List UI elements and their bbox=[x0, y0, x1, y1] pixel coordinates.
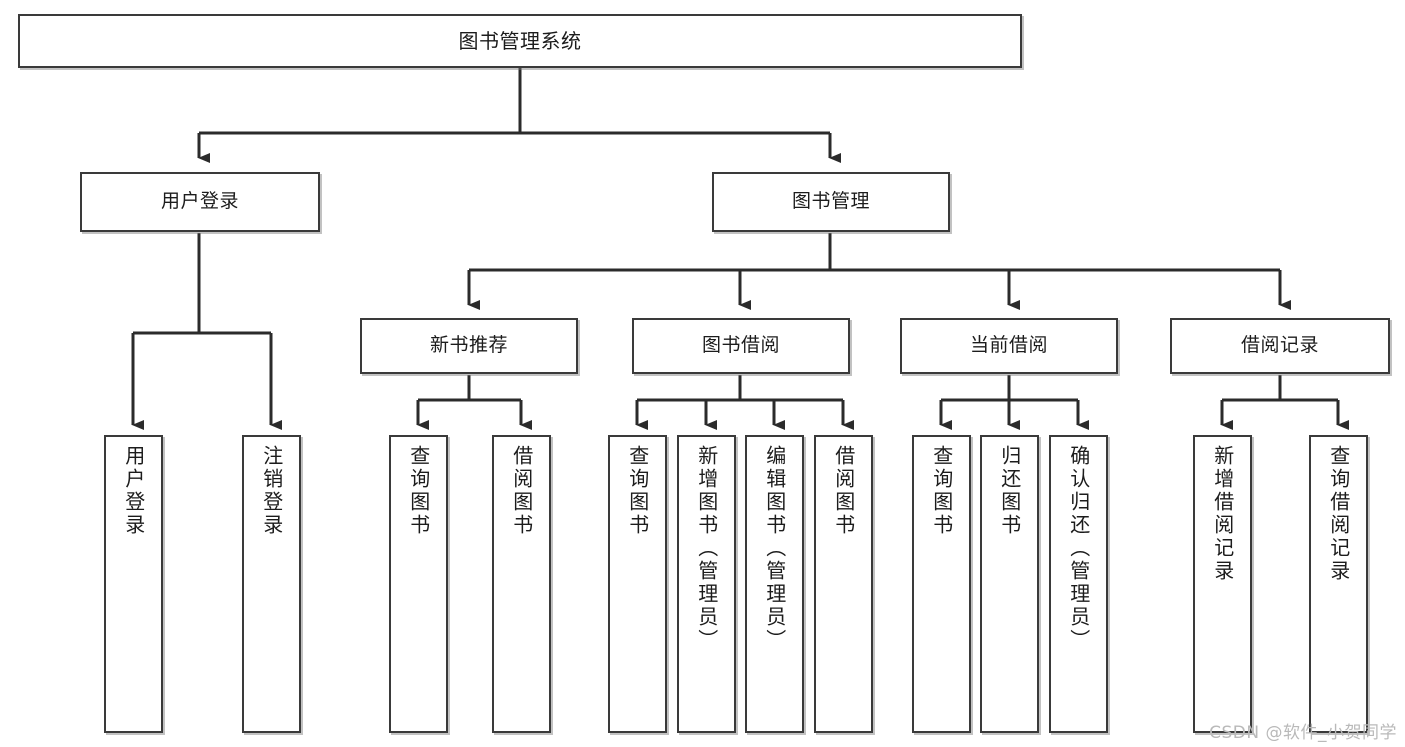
node-leaf-add-book[interactable]: 新增图书（管理员） bbox=[677, 435, 736, 733]
node-new-book-recommend-label: 新书推荐 bbox=[429, 334, 508, 357]
csdn-watermark: CSDN @软件_小贺同学 bbox=[1209, 723, 1397, 743]
node-leaf-borrow-book-2[interactable]: 借阅图书 bbox=[814, 435, 873, 733]
node-leaf-query-book-1-label: 查询图书 bbox=[406, 445, 431, 537]
node-root-label: 图书管理系统 bbox=[458, 28, 582, 53]
node-leaf-edit-book-label: 编辑图书（管理员） bbox=[762, 445, 787, 652]
node-leaf-query-book-1[interactable]: 查询图书 bbox=[389, 435, 448, 733]
node-root[interactable]: 图书管理系统 bbox=[18, 14, 1022, 68]
node-leaf-query-book-2-label: 查询图书 bbox=[625, 445, 650, 537]
node-leaf-logout[interactable]: 注销登录 bbox=[242, 435, 301, 733]
node-leaf-query-book-2[interactable]: 查询图书 bbox=[608, 435, 667, 733]
node-leaf-confirm-return[interactable]: 确认归还（管理员） bbox=[1049, 435, 1108, 733]
node-leaf-return-book[interactable]: 归还图书 bbox=[980, 435, 1039, 733]
node-book-manage[interactable]: 图书管理 bbox=[712, 172, 950, 232]
node-user-login-label: 用户登录 bbox=[160, 190, 239, 213]
node-book-borrow-label: 图书借阅 bbox=[701, 334, 780, 357]
node-leaf-add-record-label: 新增借阅记录 bbox=[1210, 445, 1235, 583]
node-user-login[interactable]: 用户登录 bbox=[80, 172, 320, 232]
node-current-borrow[interactable]: 当前借阅 bbox=[900, 318, 1118, 374]
node-leaf-user-login[interactable]: 用户登录 bbox=[104, 435, 163, 733]
node-new-book-recommend[interactable]: 新书推荐 bbox=[360, 318, 578, 374]
node-leaf-borrow-book-1-label: 借阅图书 bbox=[509, 445, 534, 537]
node-leaf-edit-book[interactable]: 编辑图书（管理员） bbox=[745, 435, 804, 733]
node-leaf-add-book-label: 新增图书（管理员） bbox=[694, 445, 719, 652]
node-leaf-add-record[interactable]: 新增借阅记录 bbox=[1193, 435, 1252, 733]
node-leaf-query-record-label: 查询借阅记录 bbox=[1326, 445, 1351, 583]
node-leaf-query-book-3-label: 查询图书 bbox=[929, 445, 954, 537]
node-book-borrow[interactable]: 图书借阅 bbox=[632, 318, 850, 374]
node-leaf-user-login-label: 用户登录 bbox=[121, 445, 146, 537]
node-leaf-borrow-book-2-label: 借阅图书 bbox=[831, 445, 856, 537]
node-leaf-return-book-label: 归还图书 bbox=[997, 445, 1022, 537]
node-leaf-confirm-return-label: 确认归还（管理员） bbox=[1066, 445, 1091, 652]
node-leaf-logout-label: 注销登录 bbox=[259, 445, 284, 537]
node-borrow-record-label: 借阅记录 bbox=[1240, 334, 1319, 357]
node-book-manage-label: 图书管理 bbox=[791, 190, 870, 213]
node-borrow-record[interactable]: 借阅记录 bbox=[1170, 318, 1390, 374]
node-current-borrow-label: 当前借阅 bbox=[969, 334, 1048, 357]
node-leaf-borrow-book-1[interactable]: 借阅图书 bbox=[492, 435, 551, 733]
node-leaf-query-book-3[interactable]: 查询图书 bbox=[912, 435, 971, 733]
node-leaf-query-record[interactable]: 查询借阅记录 bbox=[1309, 435, 1368, 733]
